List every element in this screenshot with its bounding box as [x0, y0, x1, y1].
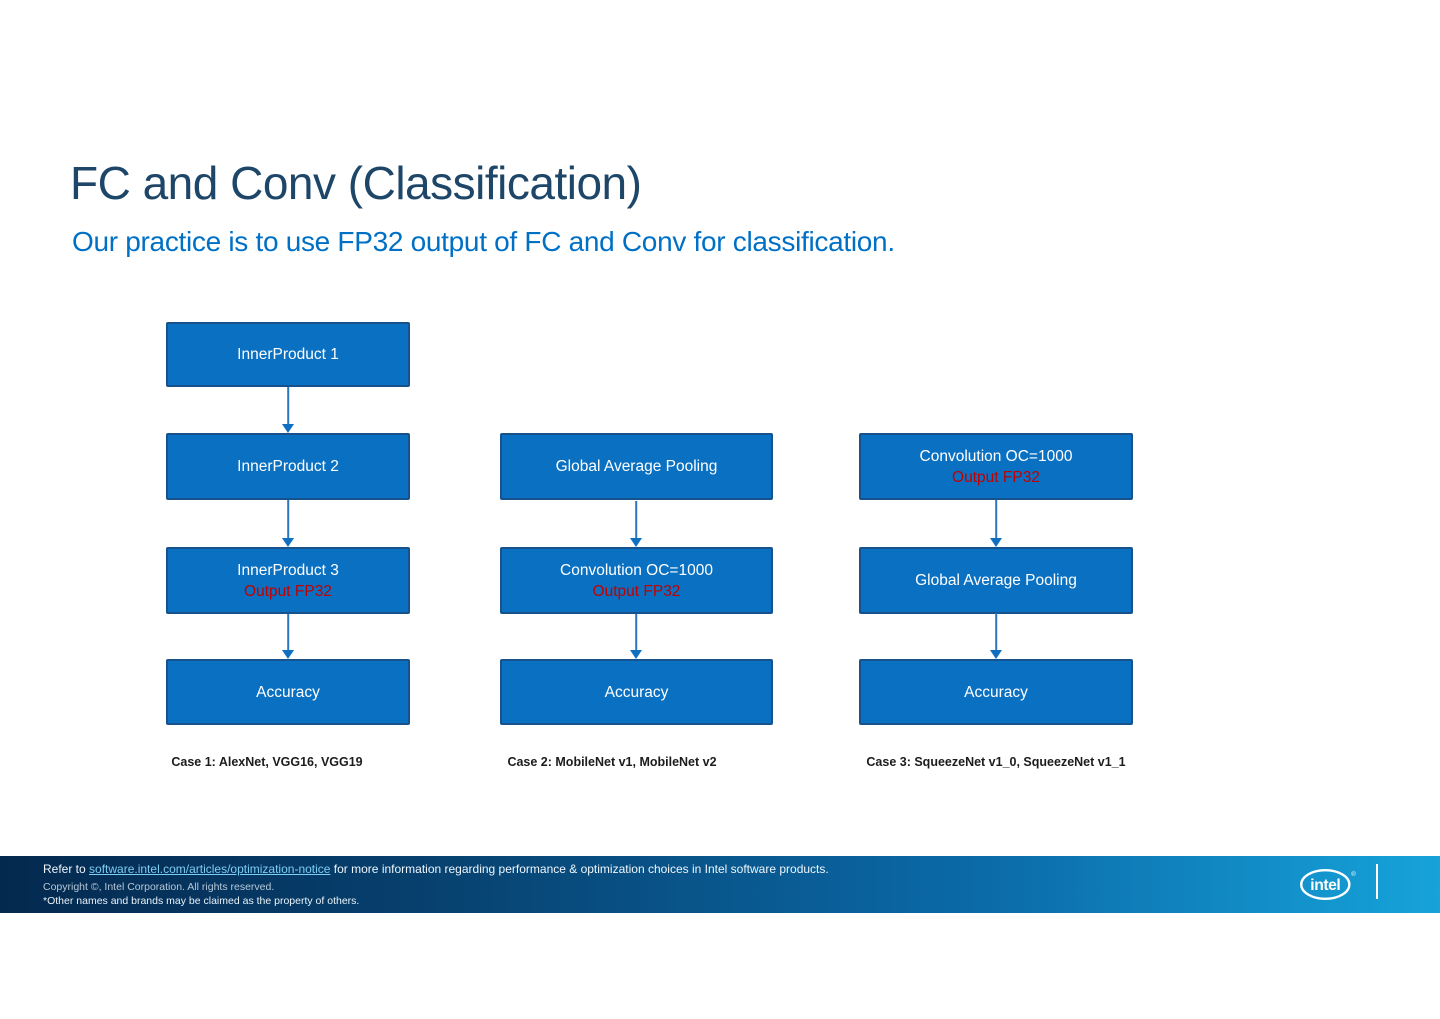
arrow-line	[287, 387, 289, 425]
flow-arrow-down	[628, 501, 644, 547]
flow-box-convolution-2: Convolution OC=1000 Output FP32	[500, 547, 773, 614]
box-sublabel-output-fp32: Output FP32	[244, 582, 332, 600]
flow-box-global-average-pooling-2: Global Average Pooling	[500, 433, 773, 500]
case-3-caption: Case 3: SqueezeNet v1_0, SqueezeNet v1_1	[866, 755, 1126, 769]
box-label: Convolution OC=1000	[560, 561, 713, 579]
case-2-caption: Case 2: MobileNet v1, MobileNet v2	[507, 755, 717, 769]
arrow-line	[995, 500, 997, 539]
arrow-head	[990, 538, 1002, 547]
intel-logo-text: intel	[1310, 877, 1340, 894]
page-subtitle: Our practice is to use FP32 output of FC…	[72, 226, 895, 257]
flow-arrow-down	[280, 387, 296, 433]
intel-logo-icon: intel ®	[1300, 868, 1356, 901]
page-title: FC and Conv (Classification)	[70, 157, 642, 209]
arrow-line	[287, 500, 289, 539]
arrow-head	[630, 538, 642, 547]
footer-bar: Refer to software.intel.com/articles/opt…	[0, 856, 1440, 913]
flow-box-innerproduct-1: InnerProduct 1	[166, 322, 410, 387]
arrow-line	[635, 614, 637, 651]
flow-arrow-down	[988, 500, 1004, 547]
footer-divider	[1376, 864, 1378, 899]
flow-box-accuracy-2: Accuracy	[500, 659, 773, 725]
box-sublabel-output-fp32: Output FP32	[592, 582, 681, 600]
case-1-caption: Case 1: AlexNet, VGG16, VGG19	[171, 755, 363, 769]
arrow-head	[282, 424, 294, 433]
refer-suffix: for more information regarding performan…	[330, 862, 829, 876]
flow-arrow-down	[280, 614, 296, 659]
arrow-line	[287, 614, 289, 651]
flow-arrow-down	[280, 500, 296, 547]
flow-box-accuracy-3: Accuracy	[859, 659, 1133, 725]
arrow-head	[990, 650, 1002, 659]
box-label: InnerProduct 3	[237, 561, 339, 579]
box-label: Global Average Pooling	[915, 572, 1077, 589]
registered-mark: ®	[1351, 871, 1356, 878]
arrow-line	[995, 613, 997, 651]
arrow-line	[635, 501, 637, 539]
arrow-head	[282, 650, 294, 659]
box-label: Global Average Pooling	[555, 458, 718, 475]
box-label: Accuracy	[604, 683, 669, 701]
flow-arrow-down	[628, 614, 644, 659]
box-label: InnerProduct 2	[237, 458, 339, 475]
flow-box-accuracy-1: Accuracy	[166, 659, 410, 725]
flow-arrow-down	[988, 613, 1004, 659]
box-sublabel-output-fp32: Output FP32	[952, 468, 1040, 486]
optimization-notice-line: Refer to software.intel.com/articles/opt…	[43, 862, 829, 876]
copyright-line: Copyright ©, Intel Corporation. All righ…	[43, 881, 275, 893]
box-label: Accuracy	[964, 683, 1028, 701]
arrow-head	[282, 538, 294, 547]
flow-box-innerproduct-3: InnerProduct 3 Output FP32	[166, 547, 410, 614]
arrow-head	[630, 650, 642, 659]
optimization-notice-link[interactable]: software.intel.com/articles/optimization…	[89, 862, 331, 876]
flow-box-global-average-pooling-3: Global Average Pooling	[859, 547, 1133, 614]
refer-prefix: Refer to	[43, 862, 90, 876]
flow-box-innerproduct-2: InnerProduct 2	[166, 433, 410, 500]
flow-box-convolution-3: Convolution OC=1000 Output FP32	[859, 433, 1133, 500]
trademark-line: *Other names and brands may be claimed a…	[43, 895, 360, 907]
box-label: Accuracy	[256, 683, 320, 701]
box-label: InnerProduct 1	[237, 346, 339, 363]
box-label: Convolution OC=1000	[919, 447, 1073, 465]
